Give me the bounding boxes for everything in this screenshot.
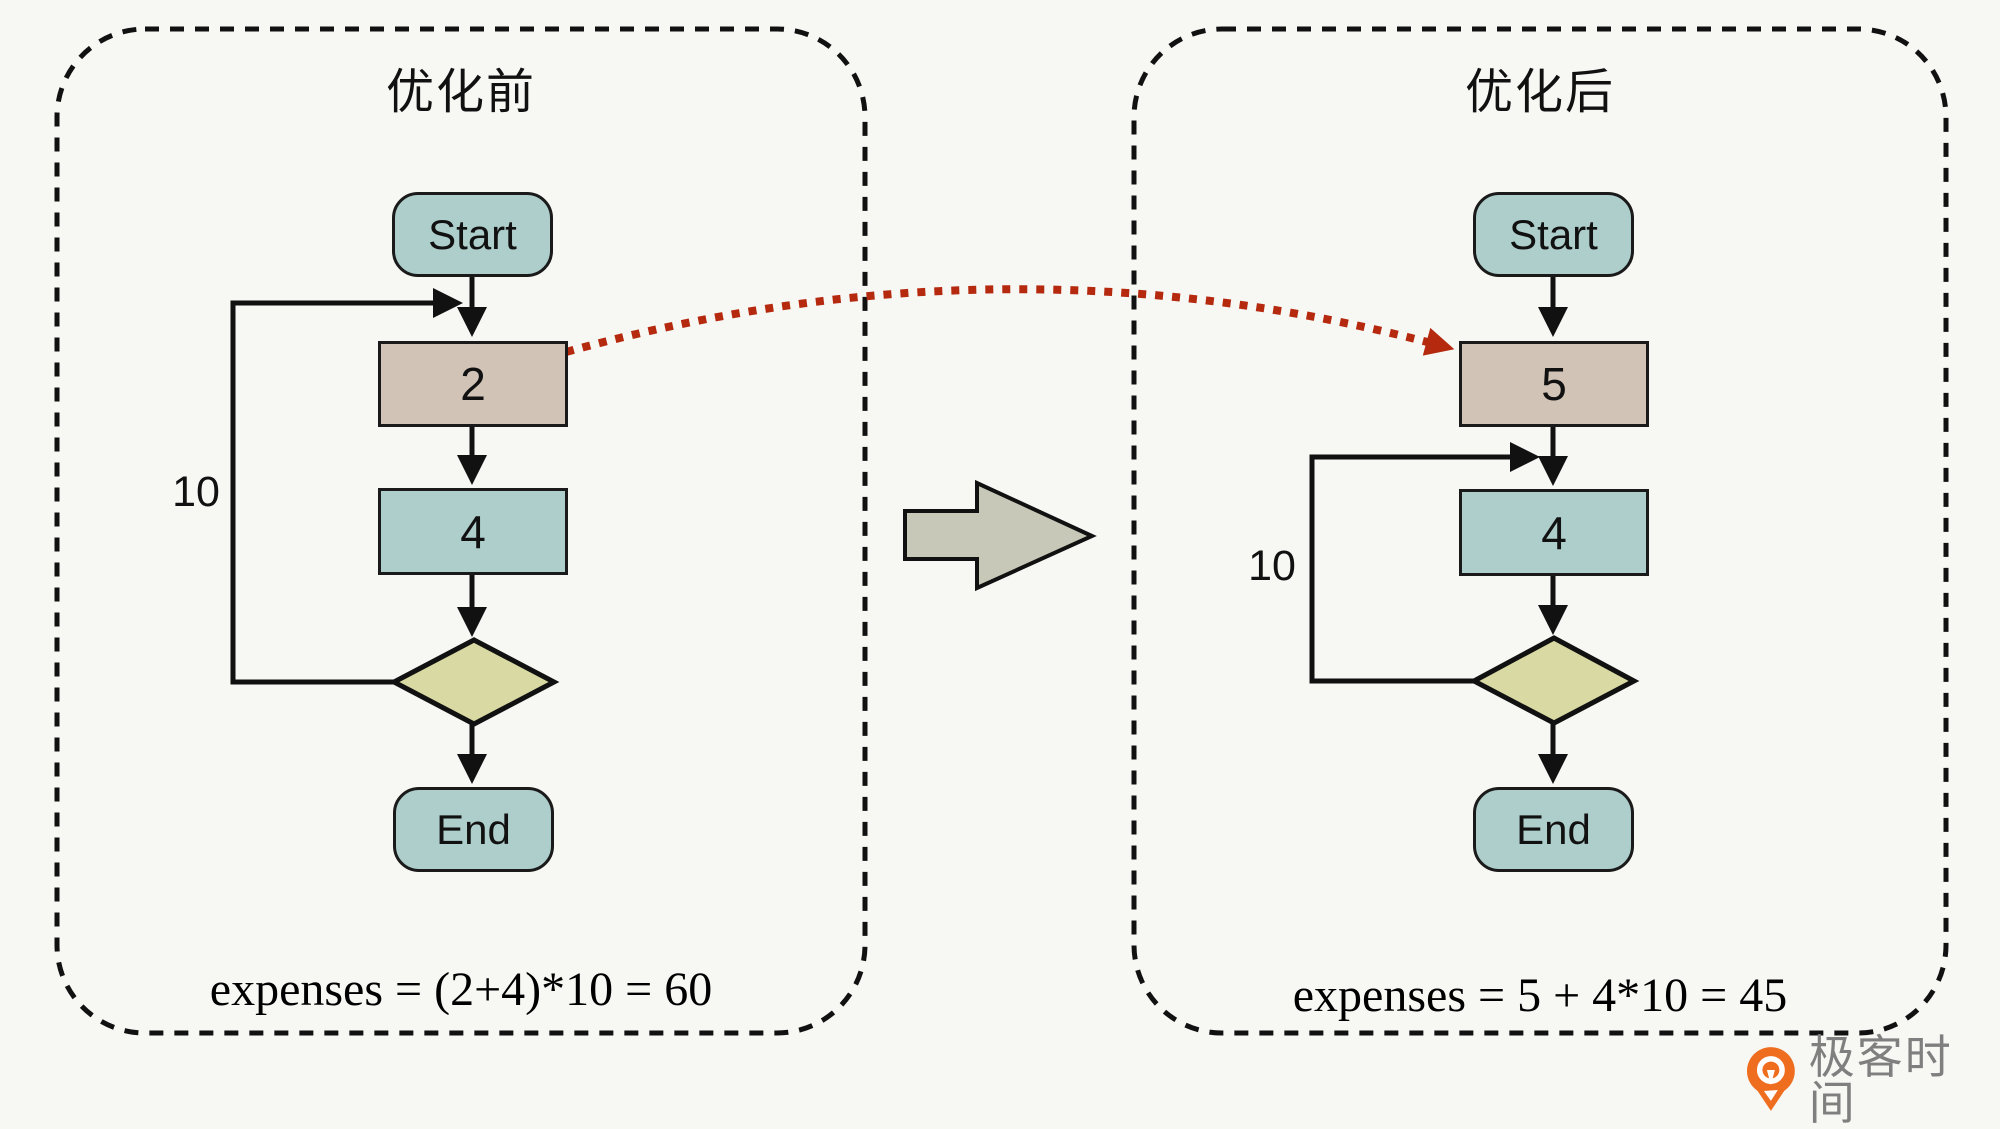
transform-block-arrow-icon: [903, 479, 1097, 592]
left-loop-back-arrow: [230, 288, 463, 685]
left-decision-diamond: [388, 637, 560, 727]
right-decision-diamond: [1468, 635, 1640, 726]
panel-after-border: [1131, 26, 1949, 1036]
right-connectors: [1309, 277, 1568, 784]
right-cost-5-node: 5: [1459, 341, 1649, 427]
panel-after-title: 优化后: [1464, 66, 1615, 119]
right-start-node: Start: [1473, 192, 1634, 277]
left-loop-count-label: 10: [172, 468, 220, 516]
panel-before-border: [54, 26, 868, 1036]
right-cost-4-node: 4: [1459, 489, 1649, 576]
red-dotted-mapping-arrow: [564, 285, 1455, 356]
geektime-logo: 极客时间: [1745, 1034, 2000, 1126]
right-expenses-formula: expenses = 5 + 4*10 = 45: [1292, 969, 1788, 1022]
right-end-node: End: [1473, 787, 1634, 872]
panel-before-title: 优化前: [385, 66, 536, 119]
left-cost-4-node: 4: [378, 488, 568, 575]
left-expenses-formula: expenses = (2+4)*10 = 60: [209, 963, 713, 1016]
geektime-pin-icon: [1746, 1047, 1795, 1111]
right-loop-count-label: 10: [1248, 542, 1296, 590]
right-loop-back-arrow: [1309, 442, 1540, 684]
left-end-node: End: [393, 787, 554, 872]
geektime-logo-text: 极客时间: [1808, 1031, 1953, 1129]
left-start-node: Start: [392, 192, 553, 277]
left-connectors: [230, 277, 487, 784]
left-cost-2-node: 2: [378, 341, 568, 427]
